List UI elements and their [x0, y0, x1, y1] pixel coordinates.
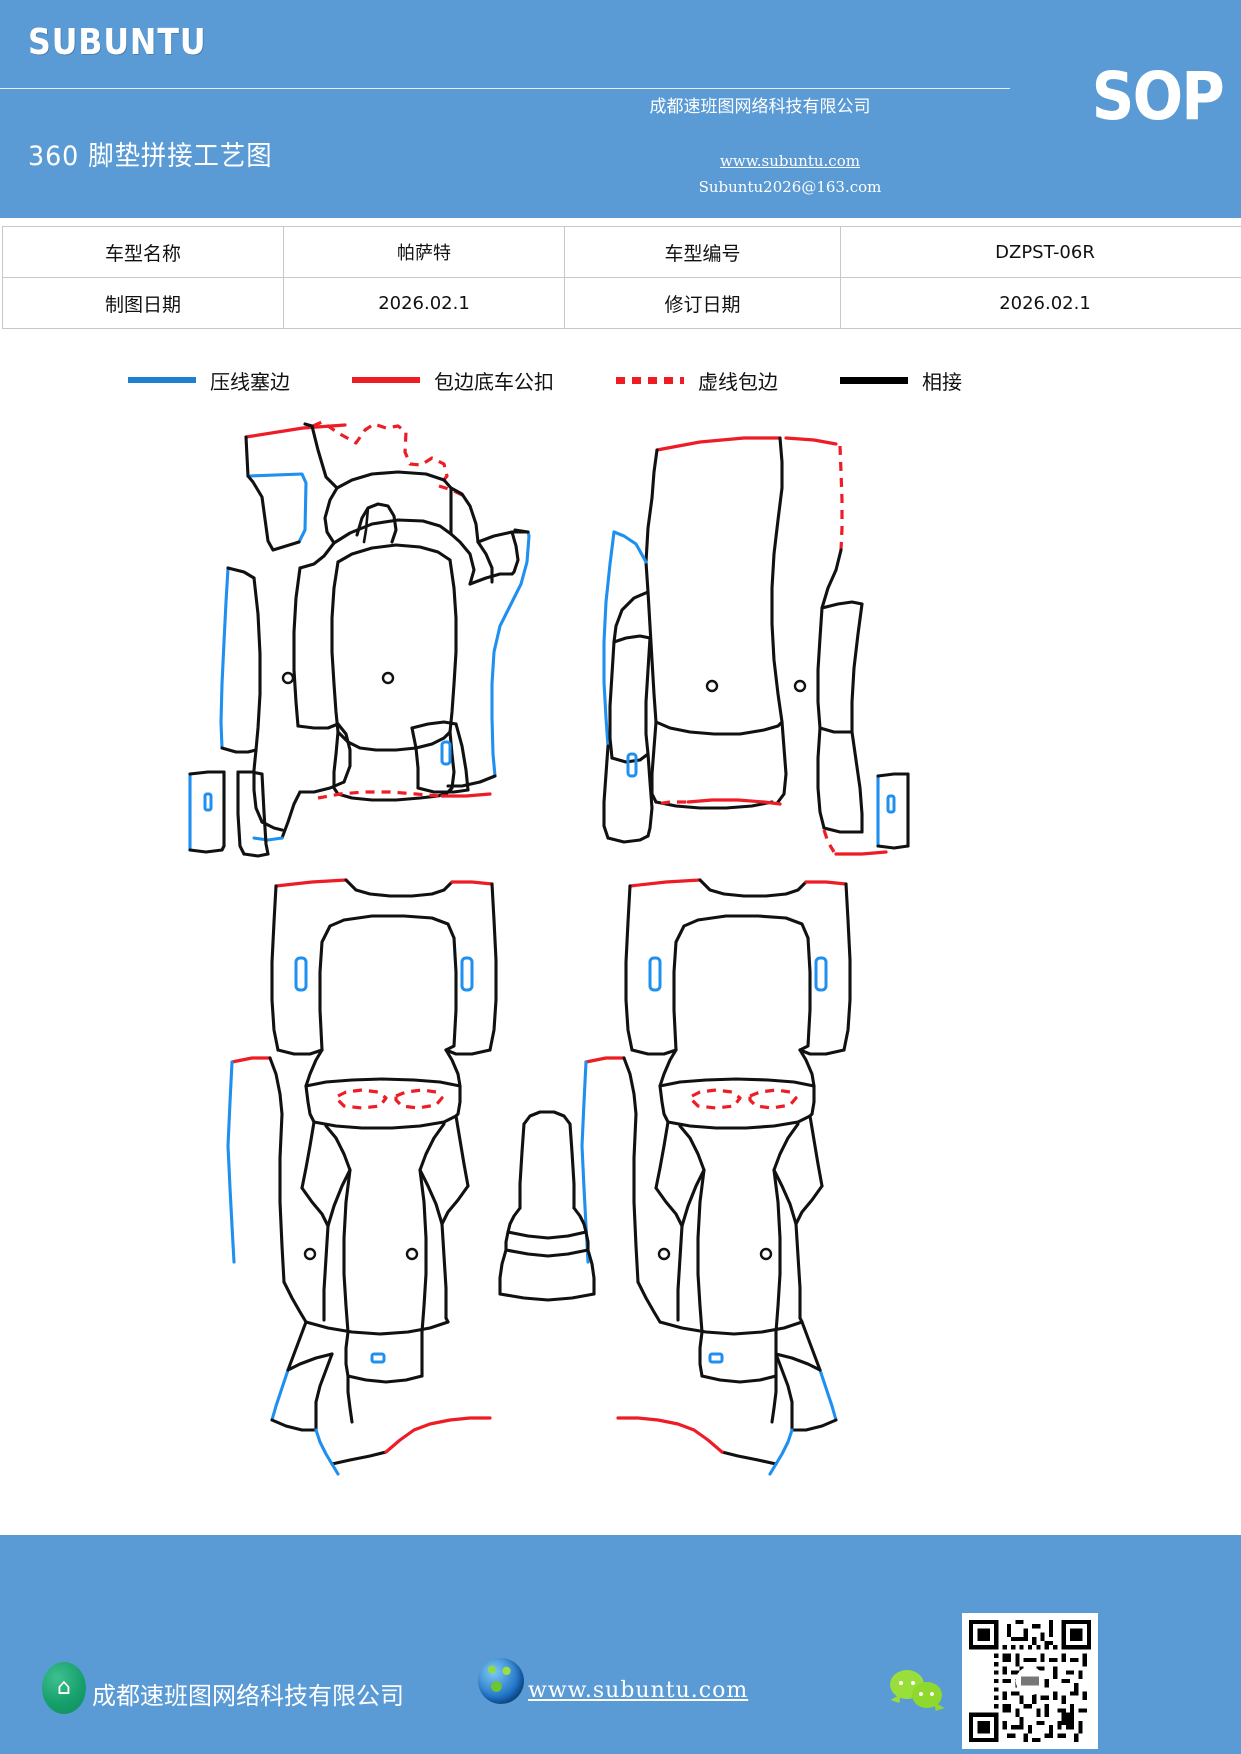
- header-company-name: 成都速班图网络科技有限公司: [649, 97, 871, 116]
- legend-swatch-blue-icon: [128, 377, 196, 383]
- legend-swatch-black-icon: [840, 376, 908, 384]
- legend-item-seam: 相接: [840, 366, 962, 395]
- panel-front-right-assembly: [602, 436, 910, 856]
- cell-model-name-label: 车型名称: [2, 226, 284, 278]
- qr-code[interactable]: [962, 1613, 1098, 1749]
- cell-model-name-value: 帕萨特: [283, 226, 565, 278]
- legend-label-binding-clip: 包边底车公扣: [434, 371, 554, 394]
- sop-badge: SOP: [1091, 58, 1225, 135]
- cell-revision-date-label: 修订日期: [564, 277, 841, 329]
- header-divider: [0, 88, 1010, 89]
- legend-label-dashed-binding: 虚线包边: [698, 371, 778, 394]
- cell-model-code-value: DZPST-06R: [840, 226, 1241, 278]
- page-header: SUBUNTU 360 脚垫拼接工艺图 SOP 成都速班图网络科技有限公司 ww…: [0, 0, 1241, 218]
- wechat-tail-large-icon: [890, 1693, 905, 1707]
- wechat-tail-small-icon: [930, 1701, 945, 1715]
- wechat-bubble-small-icon: [912, 1682, 942, 1708]
- wechat-dot-icon: [899, 1681, 903, 1685]
- legend-item-binding-clip: 包边底车公扣: [352, 366, 554, 395]
- table-row: 车型名称 帕萨特 车型编号 DZPST-06R: [2, 226, 1241, 278]
- wechat-dot-icon: [919, 1692, 923, 1696]
- brand-logo: SUBUNTU: [28, 22, 207, 63]
- legend-swatch-red-icon: [352, 377, 420, 383]
- legend-item-dashed-binding: 虚线包边: [616, 366, 778, 395]
- technical-drawing-canvas: [0, 402, 1241, 1527]
- globe-icon: [478, 1658, 524, 1704]
- page-title: 360 脚垫拼接工艺图: [28, 141, 273, 172]
- cell-draw-date-label: 制图日期: [2, 277, 284, 329]
- wechat-dot-icon: [911, 1681, 915, 1685]
- cell-revision-date-value: 2026.02.1: [840, 277, 1241, 329]
- drawing-legend: 压线塞边 包边底车公扣 虚线包边 相接: [0, 358, 1241, 402]
- footer-company-name: 成都速班图网络科技有限公司: [92, 1684, 404, 1710]
- panel-front-left-assembly: [188, 420, 531, 858]
- header-website-link[interactable]: www.subuntu.com: [720, 152, 860, 170]
- footer-website-link[interactable]: www.subuntu.com: [528, 1678, 749, 1703]
- building-icon: ⌂: [42, 1662, 86, 1714]
- wechat-icon: [890, 1670, 948, 1715]
- legend-item-edge-press: 压线塞边: [128, 366, 290, 395]
- legend-label-edge-press: 压线塞边: [210, 371, 290, 394]
- building-glyph-icon: ⌂: [57, 1675, 71, 1700]
- wechat-dot-icon: [930, 1692, 934, 1696]
- panel-center-tunnel-piece: [498, 1110, 596, 1302]
- vehicle-info-table: 车型名称 帕萨特 车型编号 DZPST-06R 制图日期 2026.02.1 修…: [2, 226, 1241, 329]
- panel-rear-right-assembly: [580, 878, 852, 1476]
- legend-label-seam: 相接: [922, 371, 962, 394]
- table-row: 制图日期 2026.02.1 修订日期 2026.02.1: [2, 277, 1241, 329]
- legend-swatch-dashed-icon: [616, 376, 684, 384]
- header-email: Subuntu2026@163.com: [698, 178, 882, 196]
- cell-model-code-label: 车型编号: [564, 226, 841, 278]
- cell-draw-date-value: 2026.02.1: [283, 277, 565, 329]
- panel-rear-left-assembly: [226, 878, 498, 1476]
